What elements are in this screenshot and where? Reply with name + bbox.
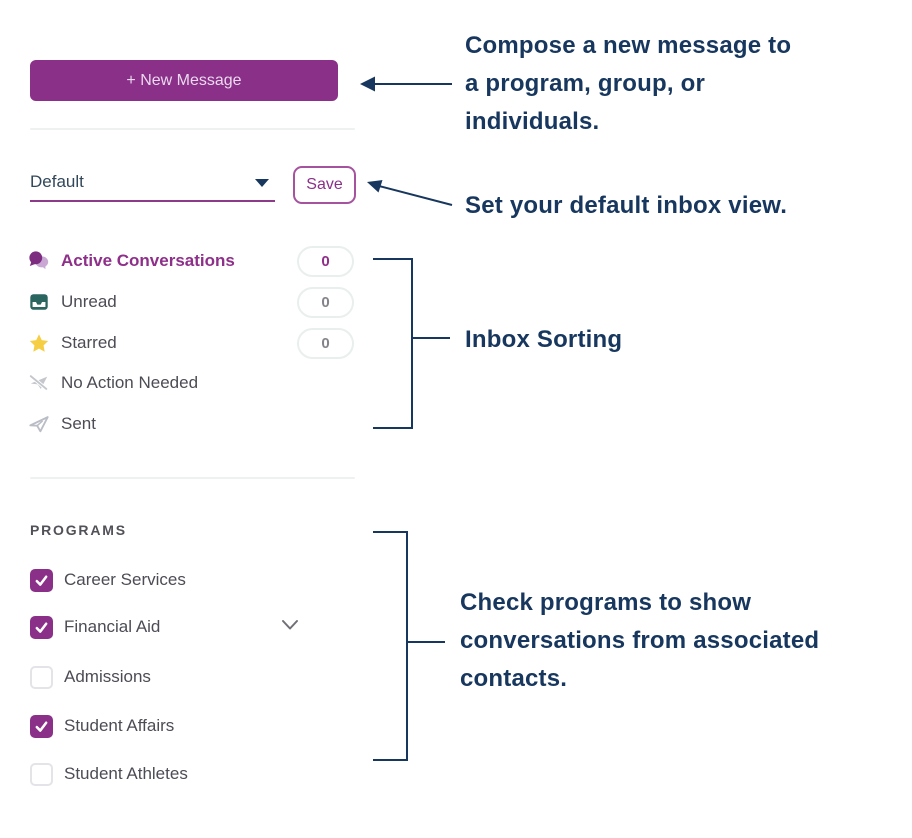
inbox-filter-label: Starred	[61, 333, 117, 352]
save-button[interactable]: Save	[293, 166, 356, 204]
expand-chevron-down-icon[interactable]	[280, 618, 300, 632]
program-label: Admissions	[64, 667, 151, 686]
program-label: Student Athletes	[64, 764, 188, 783]
new-message-button[interactable]: + New Message	[30, 60, 338, 101]
checkbox-checked-icon[interactable]	[30, 568, 53, 592]
annotation-line: a program, group, or	[465, 70, 706, 97]
annotation-programs-note: Check programs to show conversations fro…	[460, 584, 890, 698]
inbox-filter-label: Active Conversations	[61, 251, 235, 270]
annotation-line: Check programs to show	[460, 589, 752, 616]
inbox-view-dropdown[interactable]: Default	[30, 170, 275, 202]
arrowhead-upleft-icon	[367, 180, 383, 193]
annotation-default-view: Set your default inbox view.	[465, 192, 788, 219]
send-slash-icon	[29, 374, 48, 391]
checkbox-checked-icon[interactable]	[30, 615, 53, 639]
program-checkbox-student-affairs[interactable]: Student Affairs	[30, 713, 310, 739]
program-checkbox-career-services[interactable]: Career Services	[30, 567, 310, 593]
checkbox-unchecked-icon[interactable]	[30, 665, 53, 689]
inbox-filter-active-conversations[interactable]: Active Conversations	[28, 246, 358, 276]
program-checkbox-student-athletes[interactable]: Student Athletes	[30, 761, 310, 787]
active-conversations-count-badge: 0	[297, 246, 354, 277]
program-label: Student Affairs	[64, 716, 175, 735]
annotation-compose: Compose a new message to a program, grou…	[465, 27, 875, 141]
inbox-filter-label: Sent	[61, 414, 96, 433]
inbox-view-dropdown-value: Default	[30, 172, 84, 191]
program-label: Career Services	[64, 570, 186, 589]
program-checkbox-financial-aid[interactable]: Financial Aid	[30, 614, 310, 640]
inbox-filter-unread[interactable]: Unread	[28, 287, 358, 317]
inbox-filter-label: No Action Needed	[61, 373, 199, 392]
inbox-filter-starred[interactable]: Starred	[28, 328, 358, 358]
arrowhead-left-icon	[360, 76, 375, 92]
chat-bubbles-icon	[29, 251, 49, 270]
annotation-line: conversations from associated	[460, 627, 820, 654]
checkbox-checked-icon[interactable]	[30, 714, 53, 738]
inbox-tray-icon	[30, 294, 48, 310]
checkbox-unchecked-icon[interactable]	[30, 762, 53, 786]
program-checkbox-admissions[interactable]: Admissions	[30, 664, 310, 690]
annotation-line: contacts.	[460, 665, 568, 692]
inbox-filter-no-action-needed[interactable]: No Action Needed	[28, 368, 358, 398]
unread-count-badge: 0	[297, 287, 354, 318]
starred-count-badge: 0	[297, 328, 354, 359]
inbox-filter-label: Unread	[61, 292, 117, 311]
annotation-line: individuals.	[465, 108, 600, 135]
star-icon	[29, 334, 49, 352]
programs-section-header: PROGRAMS	[30, 522, 127, 538]
programs-bracket	[373, 531, 408, 761]
paper-plane-icon	[29, 416, 49, 433]
annotation-line: Compose a new message to	[465, 32, 792, 59]
arrow-to-save-line	[378, 185, 453, 206]
dropdown-underline	[30, 200, 275, 202]
divider	[30, 128, 355, 130]
chevron-down-icon	[255, 179, 269, 187]
annotation-inbox-sorting: Inbox Sorting	[465, 326, 623, 353]
program-label: Financial Aid	[64, 617, 161, 636]
divider	[30, 477, 355, 479]
inbox-sorting-bracket	[373, 258, 413, 429]
inbox-filter-sent[interactable]: Sent	[28, 409, 358, 439]
